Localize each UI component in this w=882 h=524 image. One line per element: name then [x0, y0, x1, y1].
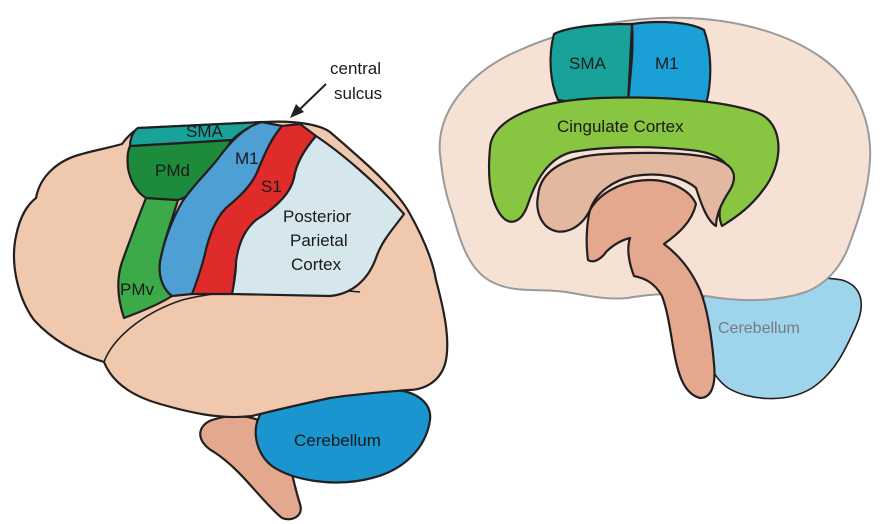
- lateral-m1-label: M1: [235, 149, 259, 168]
- lateral-sma-label: SMA: [186, 122, 224, 141]
- lateral-pmd-label: PMd: [155, 161, 190, 180]
- lateral-s1-label: S1: [261, 177, 282, 196]
- ppc-label-line3: Cortex: [291, 255, 342, 274]
- ppc-label-line1: Posterior: [283, 207, 351, 226]
- medial-brain-view: SMA M1 Cingulate Cortex Cerebellum: [440, 18, 870, 399]
- central-sulcus-arrow: [290, 84, 326, 118]
- medial-sma-label: SMA: [569, 54, 607, 73]
- ppc-label-line2: Parietal: [290, 231, 348, 250]
- lateral-brain-view: SMA PMd PMv M1 S1 Posterior Parietal Cor…: [14, 59, 447, 519]
- lateral-pmv-label: PMv: [120, 280, 155, 299]
- central-sulcus-label-line2: sulcus: [334, 84, 382, 103]
- lateral-cerebellum-label: Cerebellum: [294, 431, 381, 450]
- cingulate-cortex-label: Cingulate Cortex: [557, 117, 684, 136]
- medial-cerebellum-label: Cerebellum: [718, 320, 800, 337]
- central-sulcus-label-line1: central: [330, 59, 381, 78]
- medial-m1-label: M1: [655, 54, 679, 73]
